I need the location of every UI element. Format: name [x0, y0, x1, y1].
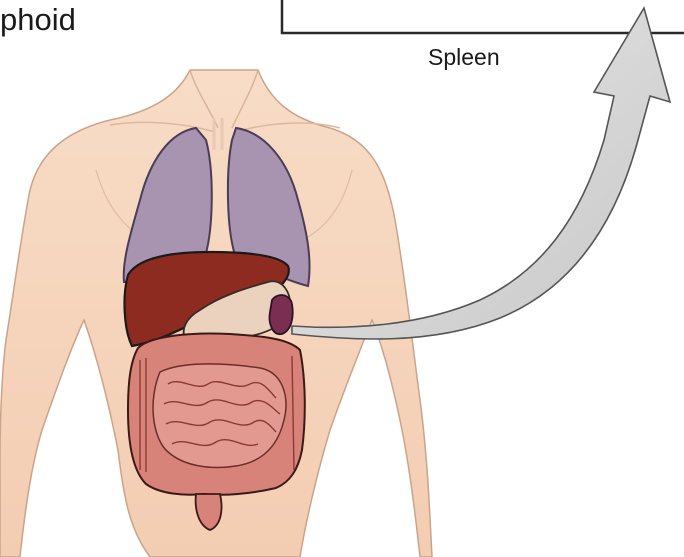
- bracket-line: [282, 0, 684, 33]
- spleen: [270, 295, 293, 334]
- lymphoid-label-fragment: phoid: [0, 2, 76, 38]
- spleen-label: Spleen: [428, 44, 500, 71]
- small-intestine: [153, 364, 286, 468]
